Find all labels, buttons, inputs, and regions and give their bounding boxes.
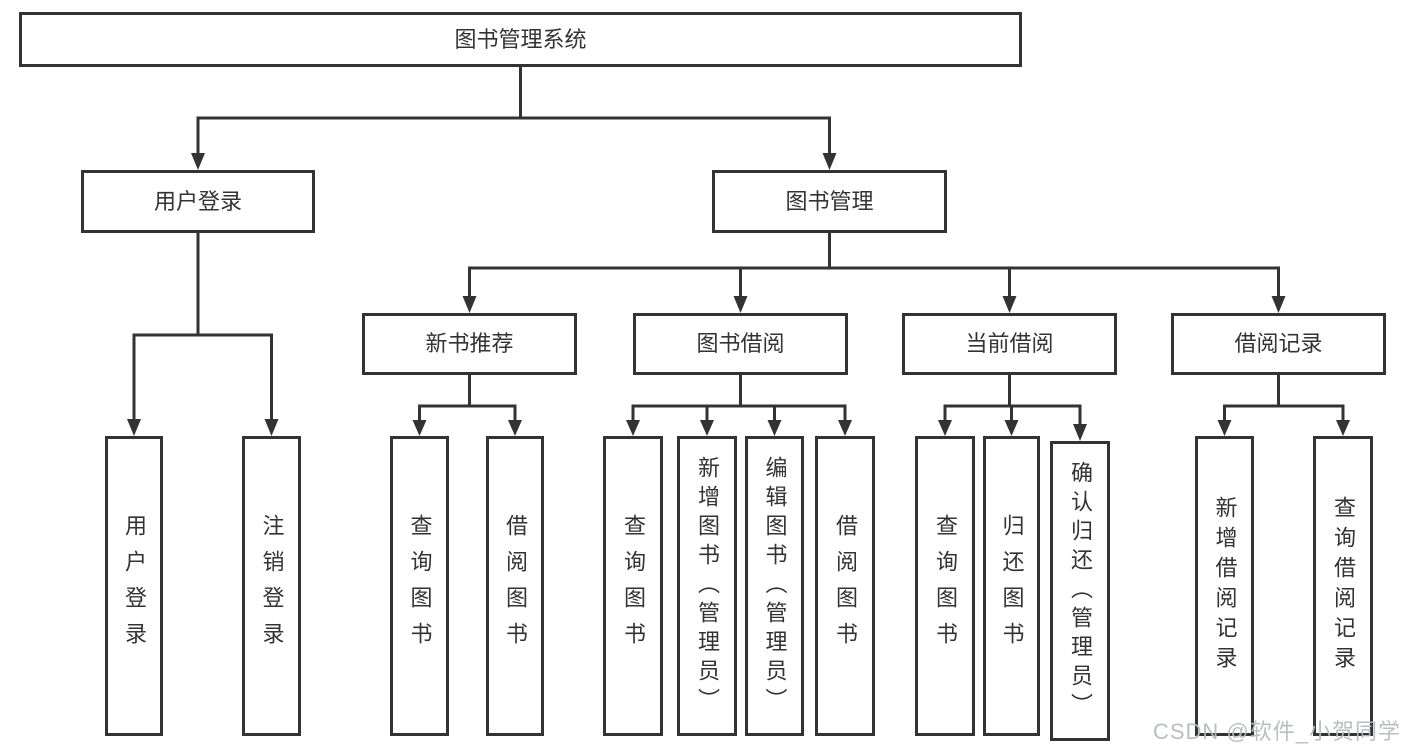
node-root-library-system: 图书管理系统 bbox=[19, 12, 1022, 67]
leaf-borrow-book-recommend: 借阅图书 bbox=[486, 436, 544, 736]
node-new-book-recommend: 新书推荐 bbox=[362, 313, 577, 375]
node-book-management: 图书管理 bbox=[712, 170, 947, 233]
node-borrow-records: 借阅记录 bbox=[1171, 313, 1386, 375]
node-current-borrow: 当前借阅 bbox=[902, 313, 1117, 375]
leaf-query-book-borrow: 查询图书 bbox=[603, 436, 663, 736]
leaf-logout: 注销登录 bbox=[242, 436, 301, 736]
node-book-borrow: 图书借阅 bbox=[633, 313, 848, 375]
leaf-add-book-admin: 新增图书（管理员） bbox=[677, 436, 737, 736]
leaf-query-borrow-record: 查询借阅记录 bbox=[1313, 436, 1373, 736]
leaf-borrow-book: 借阅图书 bbox=[815, 436, 875, 736]
leaf-user-login: 用户登录 bbox=[105, 436, 163, 736]
leaf-query-book-current: 查询图书 bbox=[915, 436, 975, 736]
csdn-watermark: CSDN @软件_小贺同学 bbox=[1152, 719, 1401, 744]
leaf-edit-book-admin: 编辑图书（管理员） bbox=[745, 436, 804, 736]
leaf-confirm-return-admin: 确认归还（管理员） bbox=[1050, 441, 1110, 741]
leaf-query-book-recommend: 查询图书 bbox=[390, 436, 449, 736]
leaf-add-borrow-record: 新增借阅记录 bbox=[1195, 436, 1254, 736]
node-user-login: 用户登录 bbox=[81, 170, 315, 233]
leaf-return-book: 归还图书 bbox=[983, 436, 1040, 736]
